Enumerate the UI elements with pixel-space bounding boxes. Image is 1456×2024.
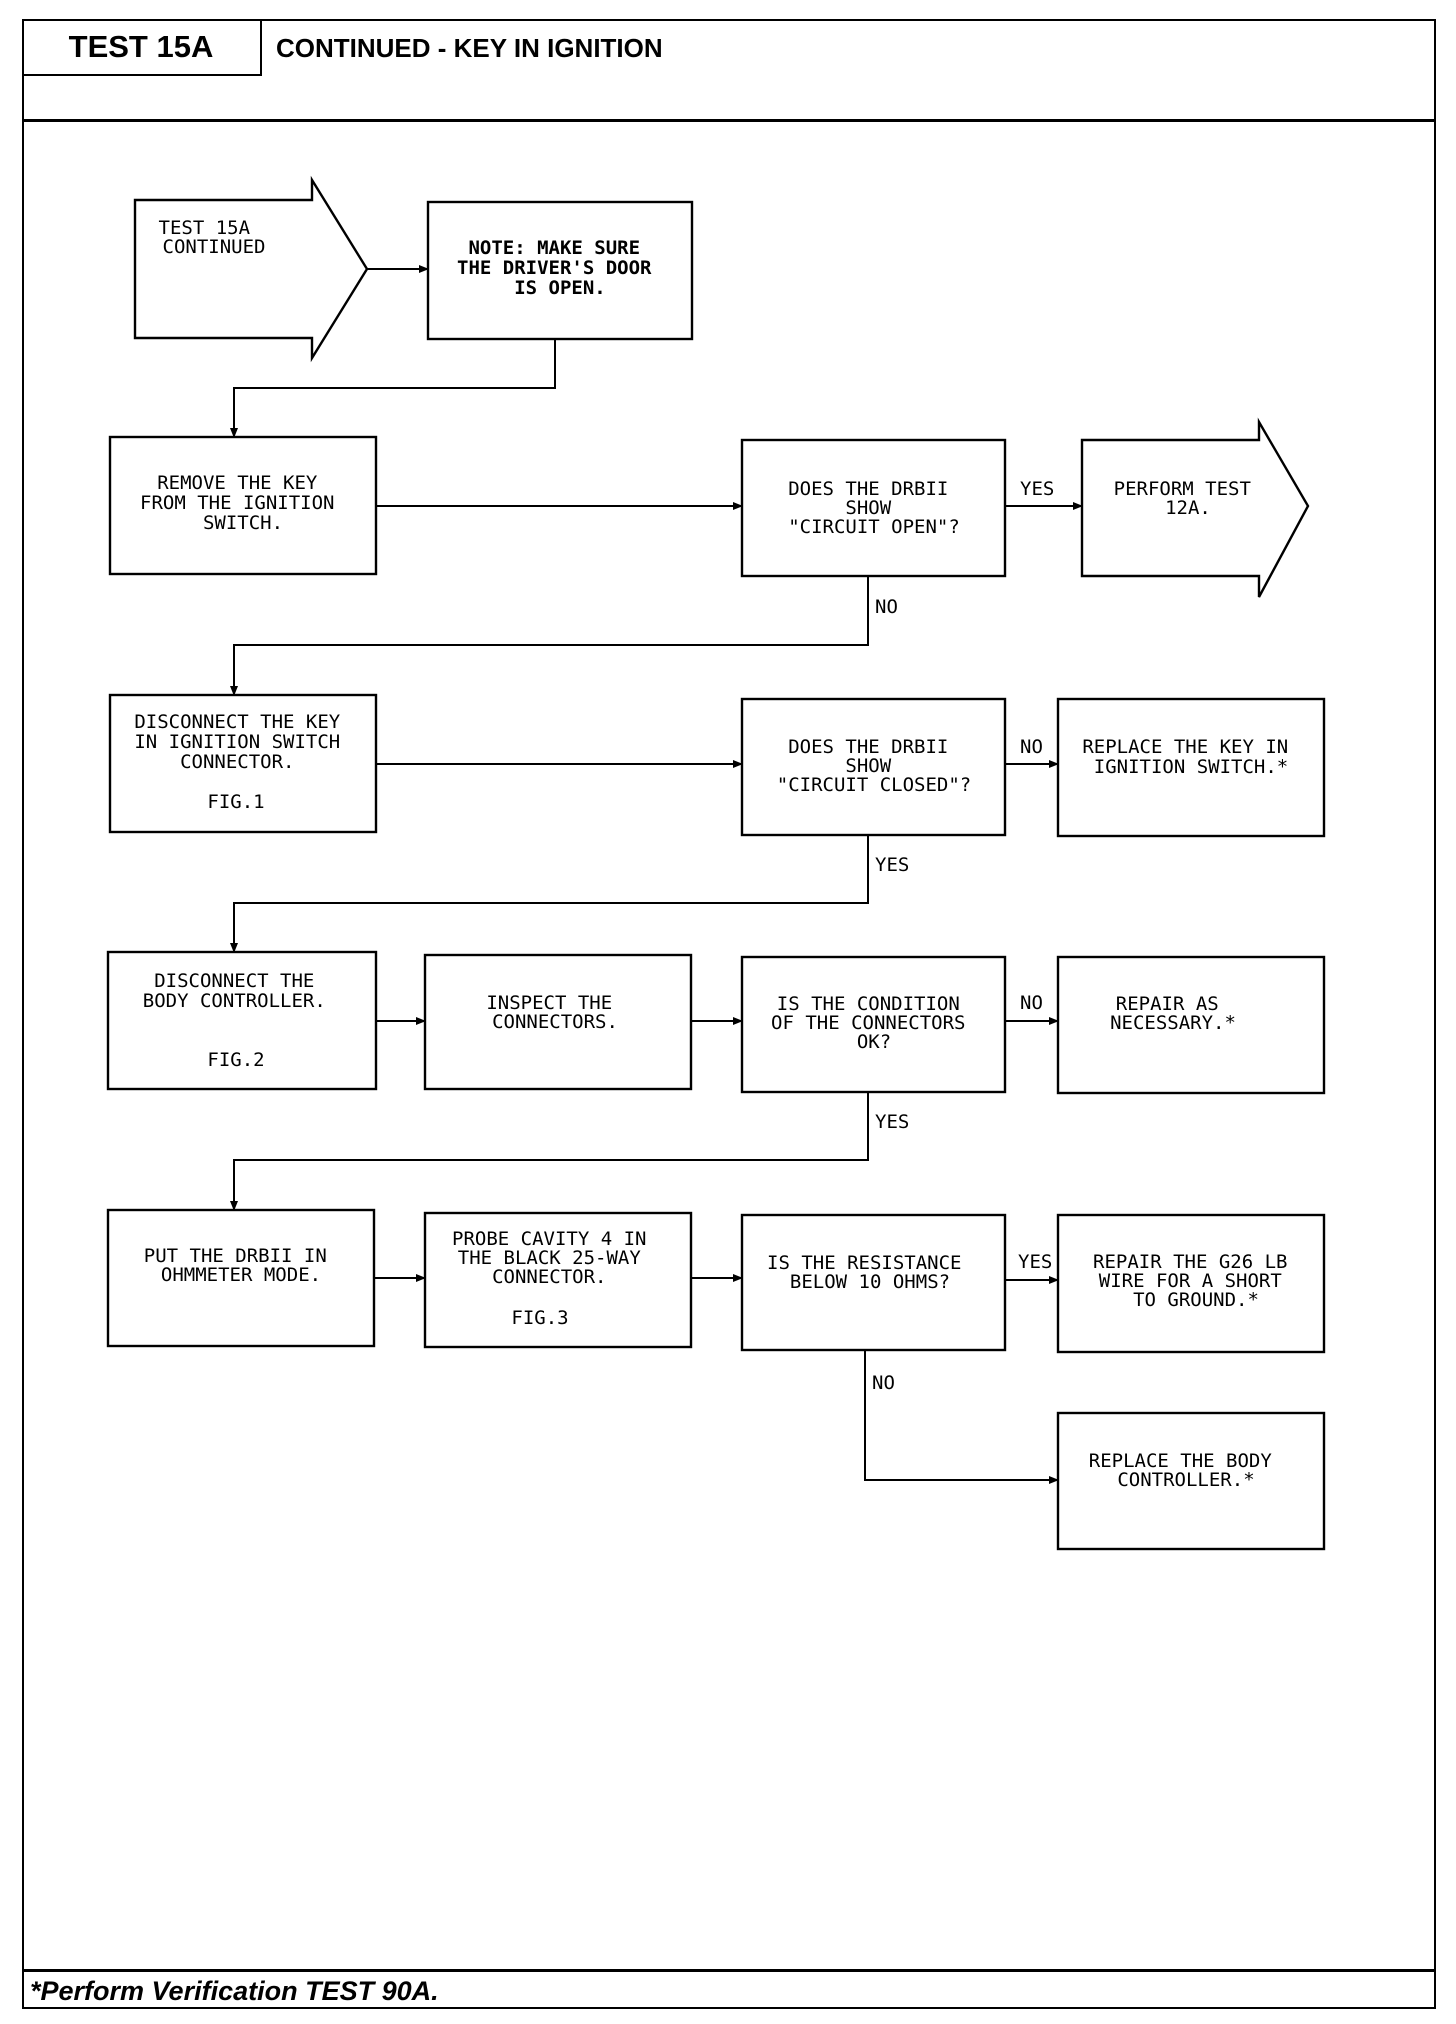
repair-wire-line-1: REPAIR THE G26 LB bbox=[1093, 1251, 1287, 1273]
disconnect-body-text: DISCONNECT THE BODY CONTROLLER. FIG.2 bbox=[143, 970, 337, 1071]
disconnect-body-line-2: BODY CONTROLLER. bbox=[143, 990, 326, 1012]
remove-key-box bbox=[108, 435, 378, 576]
yes-label-4: YES bbox=[1018, 1251, 1052, 1273]
q2-line-1: DOES THE DRBII bbox=[788, 736, 948, 758]
probe-text: PROBE CAVITY 4 IN THE BLACK 25-WAY CONNE… bbox=[452, 1228, 658, 1329]
disconnect-switch-line-3: CONNECTOR. bbox=[180, 751, 294, 773]
q-resistance-box bbox=[740, 1213, 1007, 1352]
repair-box bbox=[1056, 955, 1326, 1095]
ohmmeter-text: PUT THE DRBII IN OHMMETER MODE. bbox=[144, 1245, 338, 1286]
inspect-text: INSPECT THE CONNECTORS. bbox=[486, 992, 623, 1033]
note-box bbox=[426, 200, 694, 341]
replace-switch-box bbox=[1056, 697, 1326, 838]
remove-key-line-2: FROM THE IGNITION bbox=[140, 492, 334, 514]
note-text: NOTE: MAKE SURE THE DRIVER'S DOOR IS OPE… bbox=[457, 237, 663, 299]
no-label-3: NO bbox=[1020, 992, 1043, 1014]
q-circuit-closed-text: DOES THE DRBII SHOW "CIRCUIT CLOSED"? bbox=[777, 736, 971, 796]
q1-line-3: "CIRCUIT OPEN"? bbox=[788, 516, 960, 538]
connector-q1-no bbox=[230, 576, 869, 696]
inspect-line-2: CONNECTORS. bbox=[492, 1011, 618, 1033]
disconnect-switch-text: DISCONNECT THE KEY IN IGNITION SWITCH CO… bbox=[134, 711, 351, 813]
connector-q3-yes bbox=[230, 1092, 869, 1211]
page-title: CONTINUED - KEY IN IGNITION bbox=[276, 33, 663, 63]
q-circuit-closed-box bbox=[740, 697, 1007, 837]
replace-body-text: REPLACE THE BODY CONTROLLER.* bbox=[1089, 1450, 1283, 1491]
start-text: TEST 15A CONTINUED bbox=[159, 217, 266, 258]
q1-line-2: SHOW bbox=[845, 497, 891, 519]
replace-body-line-2: CONTROLLER.* bbox=[1117, 1469, 1254, 1491]
fig-1-label: FIG.1 bbox=[207, 791, 264, 813]
connector-note-remove bbox=[230, 339, 556, 438]
q-circuit-open-text: DOES THE DRBII SHOW "CIRCUIT OPEN"? bbox=[788, 478, 960, 538]
q2-line-3: "CIRCUIT CLOSED"? bbox=[777, 774, 971, 796]
test-id: TEST 15A bbox=[22, 19, 262, 76]
note-line-3: IS OPEN. bbox=[514, 277, 606, 299]
perform-12a-line-2: 12A. bbox=[1165, 497, 1211, 519]
perform-12a-text: PERFORM TEST 12A. bbox=[1114, 478, 1263, 519]
repair-line-1: REPAIR AS bbox=[1116, 993, 1219, 1015]
perform-12a-line-1: PERFORM TEST bbox=[1114, 478, 1251, 500]
note-line-2: THE DRIVER'S DOOR bbox=[457, 257, 652, 279]
replace-switch-line-2: IGNITION SWITCH.* bbox=[1094, 756, 1288, 778]
page-frame bbox=[22, 19, 1436, 2009]
connector-q4-no bbox=[864, 1350, 1059, 1484]
q4-line-2: BELOW 10 OHMS? bbox=[790, 1271, 950, 1293]
repair-wire-line-2: WIRE FOR A SHORT bbox=[1099, 1270, 1282, 1292]
q-condition-box bbox=[740, 955, 1007, 1094]
replace-body-line-1: REPLACE THE BODY bbox=[1089, 1450, 1273, 1472]
repair-wire-line-3: TO GROUND.* bbox=[1133, 1289, 1259, 1311]
replace-switch-line-1: REPLACE THE KEY IN bbox=[1082, 736, 1288, 758]
start-line-2: CONTINUED bbox=[163, 236, 266, 258]
probe-line-2: THE BLACK 25-WAY bbox=[458, 1247, 642, 1269]
q4-line-1: IS THE RESISTANCE bbox=[767, 1252, 961, 1274]
ohmmeter-box bbox=[106, 1208, 376, 1348]
probe-line-1: PROBE CAVITY 4 IN bbox=[452, 1228, 646, 1250]
perform-12a-arrow bbox=[1080, 417, 1310, 598]
disconnect-switch-line-1: DISCONNECT THE KEY bbox=[134, 711, 340, 733]
no-label-2: NO bbox=[1020, 736, 1043, 758]
q1-line-1: DOES THE DRBII bbox=[788, 478, 948, 500]
remove-key-line-3: SWITCH. bbox=[203, 512, 283, 534]
no-label-4: NO bbox=[872, 1372, 895, 1394]
start-line-1: TEST 15A bbox=[159, 217, 251, 239]
remove-key-text: REMOVE THE KEY FROM THE IGNITION SWITCH. bbox=[140, 472, 346, 534]
start-arrow-shape bbox=[133, 175, 369, 363]
q3-line-2: OF THE CONNECTORS bbox=[771, 1012, 965, 1034]
disconnect-body-line-1: DISCONNECT THE bbox=[154, 970, 314, 992]
connector-q2-yes bbox=[230, 835, 869, 953]
yes-label-2: YES bbox=[875, 854, 909, 876]
repair-wire-box bbox=[1056, 1213, 1326, 1354]
no-label-1: NO bbox=[875, 596, 898, 618]
probe-box bbox=[423, 1211, 693, 1349]
disconnect-body-box bbox=[106, 950, 378, 1091]
q-circuit-open-box bbox=[740, 438, 1007, 578]
q3-line-1: IS THE CONDITION bbox=[777, 993, 960, 1015]
repair-line-2: NECESSARY.* bbox=[1110, 1012, 1236, 1034]
q3-line-3: OK? bbox=[857, 1031, 891, 1053]
fig-2-label: FIG.2 bbox=[207, 1049, 264, 1071]
inspect-line-1: INSPECT THE bbox=[486, 992, 612, 1014]
repair-wire-text: REPAIR THE G26 LB WIRE FOR A SHORT TO GR… bbox=[1093, 1251, 1299, 1311]
replace-body-box bbox=[1056, 1411, 1326, 1551]
header-row bbox=[22, 19, 1436, 122]
note-line-1: NOTE: MAKE SURE bbox=[468, 237, 640, 259]
q-resistance-text: IS THE RESISTANCE BELOW 10 OHMS? bbox=[767, 1252, 973, 1293]
replace-switch-text: REPLACE THE KEY IN IGNITION SWITCH.* bbox=[1082, 736, 1299, 778]
ohmmeter-line-2: OHMMETER MODE. bbox=[161, 1264, 321, 1286]
remove-key-line-1: REMOVE THE KEY bbox=[157, 472, 318, 494]
yes-label-3: YES bbox=[875, 1111, 909, 1133]
q2-line-2: SHOW bbox=[845, 755, 891, 777]
fig-3-label: FIG.3 bbox=[511, 1307, 568, 1329]
yes-label-1: YES bbox=[1020, 478, 1054, 500]
q-condition-text: IS THE CONDITION OF THE CONNECTORS OK? bbox=[771, 993, 977, 1053]
probe-line-3: CONNECTOR. bbox=[492, 1266, 606, 1288]
ohmmeter-line-1: PUT THE DRBII IN bbox=[144, 1245, 327, 1267]
footer-note: *Perform Verification TEST 90A. bbox=[22, 1969, 1436, 2009]
disconnect-switch-line-2: IN IGNITION SWITCH bbox=[134, 731, 340, 753]
repair-text: REPAIR AS NECESSARY.* bbox=[1110, 993, 1236, 1034]
